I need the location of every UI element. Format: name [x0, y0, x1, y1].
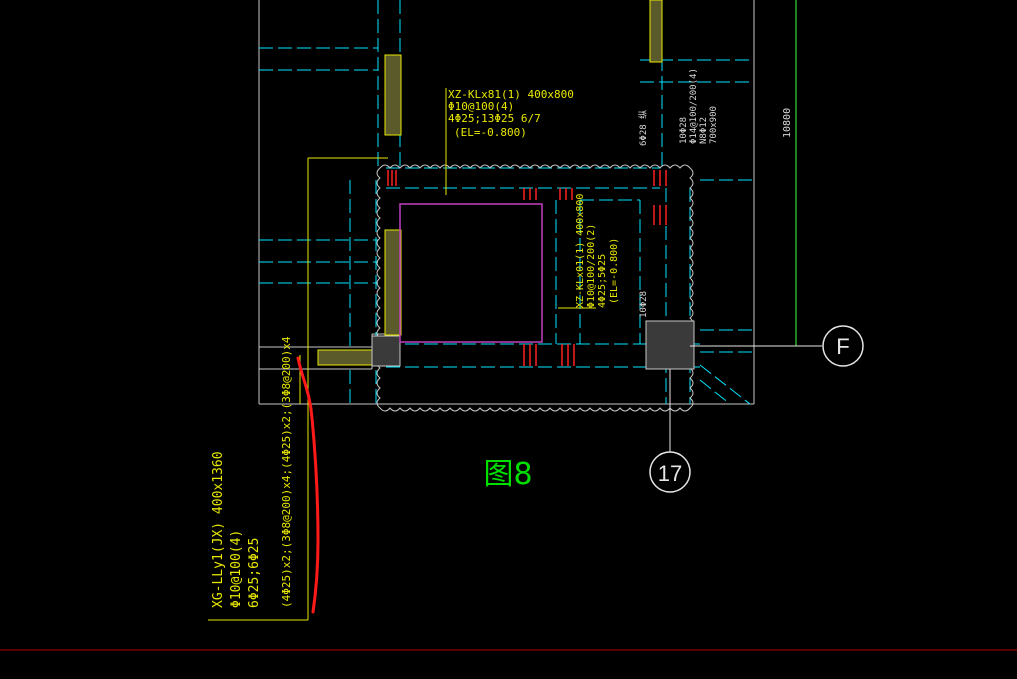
- beam-right-line1: XZ-KLx01(1) 400x800: [575, 194, 586, 308]
- revision-cloud: [376, 164, 694, 412]
- beam-far-right-line1: 10Φ28: [679, 117, 689, 144]
- column-label-top: 6Φ28 纵: [638, 110, 649, 146]
- axis-bubble-17[interactable]: 17: [649, 451, 691, 493]
- beam-top-line4: (EL=-0.800): [454, 126, 527, 139]
- beam-top-line1: XZ-KLx81(1) 400x800: [448, 88, 574, 101]
- beam-far-right-line3: N8Φ12: [699, 117, 709, 144]
- beam-far-right-line2: Φ14@100/200(4): [689, 68, 699, 144]
- axis-lines: [669, 345, 822, 452]
- beam-far-right-line4: 700x900: [709, 106, 719, 144]
- beam-bottom-left-line1: XG-LLy1(JX) 400x1360: [211, 451, 226, 608]
- column-label-mid: 10Φ28: [639, 291, 649, 318]
- columns: [371, 320, 695, 370]
- beam-bottom-left-line4: (4Φ25)x2;(3Φ8@200)x4;(4Φ25)x2;(3Φ8@200)x…: [280, 336, 293, 608]
- beam-bottom-left-line2: Φ10@100(4): [229, 530, 244, 608]
- dimension-text: 10800: [782, 108, 793, 138]
- beam-top-annotation: XZ-KLx81(1) 400x800 Φ10@100(4) 4Φ25;13Φ2…: [448, 88, 574, 139]
- beam-bottom-left-line3: 6Φ25;6Φ25: [247, 538, 262, 608]
- axis-17-label: 17: [658, 461, 682, 486]
- beam-top-line3: 4Φ25;13Φ25 6/7: [448, 112, 541, 125]
- beam-far-right-annotation: 10Φ28 Φ14@100/200(4) N8Φ12 700x900: [679, 68, 719, 144]
- axis-f-label: F: [836, 334, 849, 359]
- floor-opening: [399, 203, 543, 343]
- axis-17-circle: [649, 451, 691, 493]
- axis-f-circle: [822, 325, 864, 367]
- rebar-marks: [387, 170, 667, 366]
- beam-right-annotation: XZ-KLx01(1) 400x800 Φ10@100/200(2) 4Φ25;…: [575, 194, 620, 308]
- red-markup-stroke: [296, 356, 320, 614]
- axis-bubble-f[interactable]: F: [822, 325, 864, 367]
- hatched-members: [317, 0, 663, 366]
- beam-bottom-left-annotation: XG-LLy1(JX) 400x1360 Φ10@100(4) 6Φ25;6Φ2…: [211, 336, 293, 608]
- leader-lines: [208, 88, 596, 621]
- beam-right-line2: Φ10@100/200(2): [586, 224, 597, 308]
- dashed-beam-lines: [259, 0, 754, 405]
- beam-top-line2: Φ10@100(4): [448, 100, 514, 113]
- beam-right-line3: 4Φ25;5Φ25: [597, 254, 608, 308]
- beam-right-line4: (EL=-0.800): [609, 238, 620, 304]
- figure-label: 图8: [483, 457, 532, 492]
